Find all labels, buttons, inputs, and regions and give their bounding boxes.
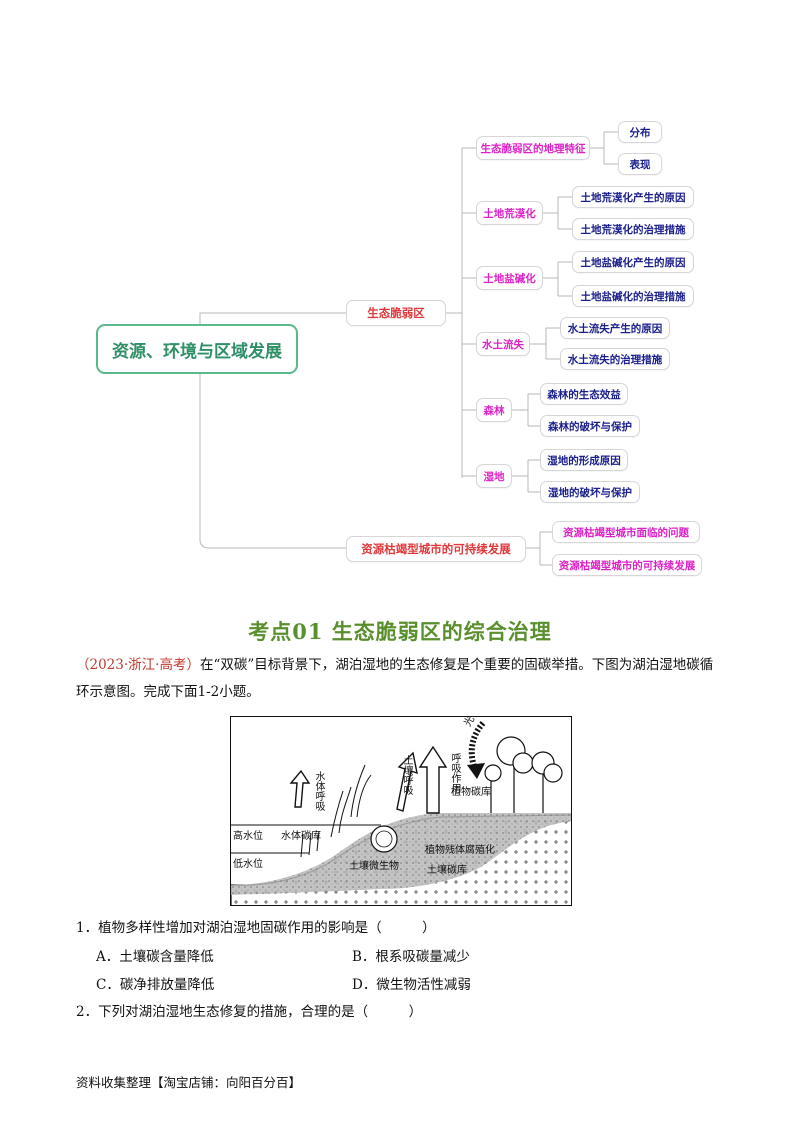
intro-paragraph: （2023·浙江·高考）在“双碳”目标背景下，湖泊湿地的生态修复是个重要的固碳举… [76,652,724,706]
node-forest-protect: 森林的破坏与保护 [540,415,640,437]
node-resource-sustainable: 资源枯竭型城市的可持续发展 [552,554,702,576]
node-desert-measure: 土地荒漠化的治理措施 [572,218,694,240]
node-forest-benefit: 森林的生态效益 [540,383,628,405]
question-1-option-c: C．碳净排放量降低 [96,977,215,993]
question-1-option-d: D．微生物活性减弱 [352,977,471,993]
node-resource-problem: 资源枯竭型城市面临的问题 [552,521,700,543]
node-manifestation: 表现 [618,153,662,175]
question-2-stem: 2．下列对湖泊湿地生态修复的措施，合理的是（ ） [76,1004,423,1020]
node-distribution: 分布 [618,121,662,143]
label-plant-carbon: 植物碳库 [451,787,491,798]
node-wetland: 湿地 [476,464,512,488]
node-wetland-cause: 湿地的形成原因 [540,449,628,471]
node-salin-measure: 土地盐碱化的治理措施 [572,285,694,307]
label-soil-carbon: 土壤碳库 [427,865,467,876]
label-water-respiration: 水体呼吸 [313,771,324,811]
node-salin-cause: 土地盐碱化产生的原因 [572,251,694,273]
label-high-water: 高水位 [233,831,263,842]
question-1-option-a: A．土壤碳含量降低 [96,949,214,965]
branch-resource-city: 资源枯竭型城市的可持续发展 [346,536,526,562]
label-water-carbon: 水体碳库 [281,831,321,842]
node-erosion-cause: 水土流失产生的原因 [560,317,670,339]
question-1-stem: 1．植物多样性增加对湖泊湿地固碳作用的影响是（ ） [76,920,436,936]
node-salinization: 土地盐碱化 [476,266,543,290]
question-1-option-b: B．根系吸碳量减少 [352,949,470,965]
label-soil-microbe: 土壤微生物 [349,861,399,872]
label-residue-humus: 植物残体腐殖化 [425,845,495,856]
question-source: （2023·浙江·高考） [76,657,200,673]
mindmap-connectors [199,131,618,566]
branch-ecological-fragile: 生态脆弱区 [346,300,446,326]
node-forest: 森林 [476,398,512,422]
page-footer: 资料收集整理【淘宝店铺：向阳百分百】 [76,1075,302,1090]
node-eco-features: 生态脆弱区的地理特征 [476,136,590,160]
node-desertification: 土地荒漠化 [476,201,543,225]
node-soil-erosion: 水土流失 [476,332,530,356]
mindmap-root: 资源、环境与区域发展 [96,324,298,374]
label-low-water: 低水位 [233,859,263,870]
label-respiration: 呼吸作用 [449,753,460,793]
wetland-diagram [231,721,571,905]
node-desert-cause: 土地荒漠化产生的原因 [572,186,694,208]
node-wetland-protect: 湿地的破坏与保护 [540,481,640,503]
node-erosion-measure: 水土流失的治理措施 [560,348,670,370]
intro-text: 在“双碳”目标背景下，湖泊湿地的生态修复是个重要的固碳举措。下图为湖泊湿地碳循环… [76,657,714,700]
label-soil-respiration: 土壤呼吸 [401,755,412,795]
section-title: 考点01 生态脆弱区的综合治理 [248,619,552,644]
wetland-carbon-figure: 光合作用 呼吸作用 土壤呼吸 水体呼吸 植物碳库 高水位 水体碳库 低水位 植物… [230,716,572,906]
